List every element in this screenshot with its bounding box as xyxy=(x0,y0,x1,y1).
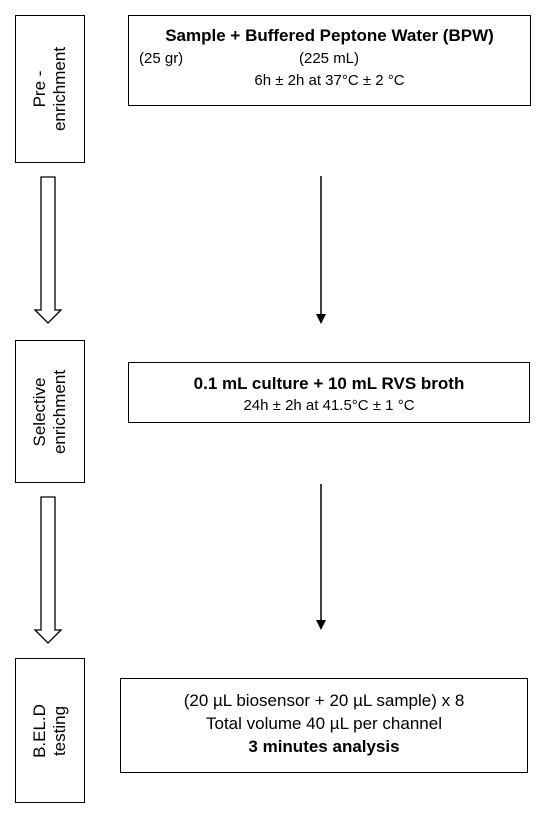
testing-line-3: 3 minutes analysis xyxy=(248,737,400,756)
arrow-head-down-icon xyxy=(316,620,326,630)
stage-selective-enrichment: Selective enrichment xyxy=(15,340,85,483)
testing-box: (20 µL biosensor + 20 µL sample) x 8 Tot… xyxy=(120,678,528,773)
hollow-arrow-down-icon xyxy=(33,176,63,324)
sample-amount: (25 gr) xyxy=(139,50,184,67)
testing-line-2: Total volume 40 µL per channel xyxy=(206,714,442,733)
selective-enrichment-title: 0.1 mL culture + 10 mL RVS broth xyxy=(193,374,465,393)
pre-enrichment-title: Sample + Buffered Peptone Water (BPW) xyxy=(165,26,494,45)
selective-enrichment-condition: 24h ± 2h at 41.5°C ± 1 °C xyxy=(243,397,415,414)
amounts-row: (25 gr) (225 mL) xyxy=(129,50,530,70)
stage-beld-testing: B.EL.D testing xyxy=(15,658,85,803)
bpw-amount: (225 mL) xyxy=(299,50,360,67)
pre-enrichment-condition: 6h ± 2h at 37°C ± 2 °C xyxy=(254,72,405,89)
stage-pre-enrichment: Pre - enrichment xyxy=(15,15,85,163)
hollow-arrow-down-icon xyxy=(33,496,63,644)
arrow-head-down-icon xyxy=(316,314,326,324)
testing-line-1: (20 µL biosensor + 20 µL sample) x 8 xyxy=(183,691,465,710)
selective-enrichment-box: 0.1 mL culture + 10 mL RVS broth 24h ± 2… xyxy=(128,362,530,423)
pre-enrichment-box: Sample + Buffered Peptone Water (BPW) (2… xyxy=(128,15,531,106)
